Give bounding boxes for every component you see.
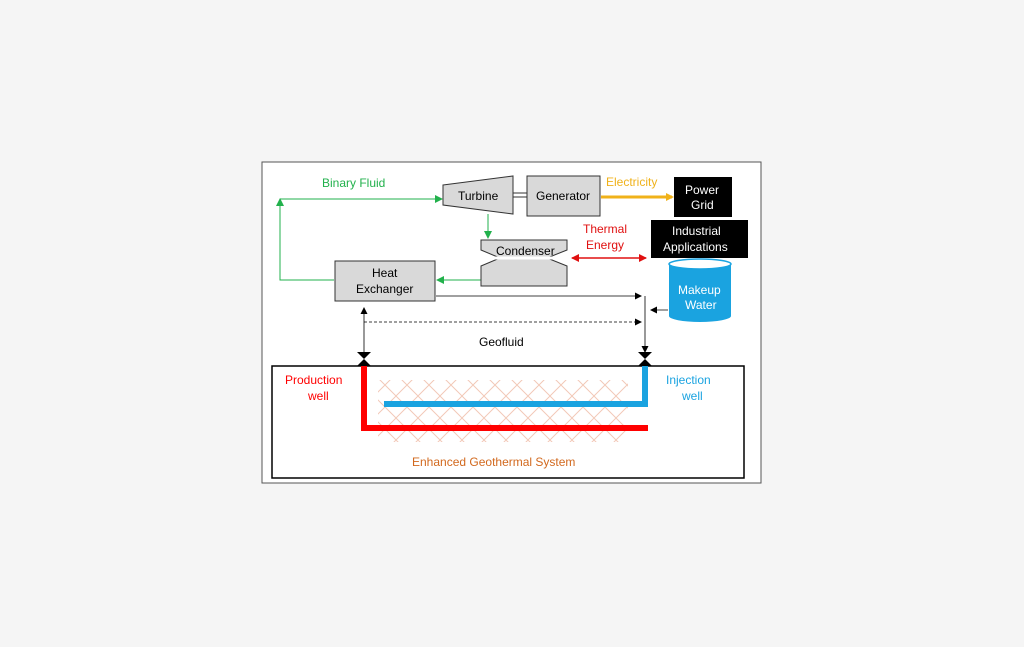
injection-valve: [638, 352, 652, 366]
production-well-label-2: well: [307, 389, 329, 403]
injection-well-label-1: Injection: [666, 373, 711, 387]
turbine: [442, 175, 514, 215]
thermal-energy-label-2: Energy: [586, 238, 624, 252]
egs-label: Enhanced Geothermal System: [412, 455, 575, 469]
injection-well-label-2: well: [681, 389, 703, 403]
generator-label: Generator: [536, 189, 590, 203]
production-well-label-1: Production: [285, 373, 342, 387]
condenser: [480, 239, 568, 287]
power-grid-label-1: Power: [685, 183, 719, 197]
industrial-applications: [651, 220, 748, 258]
geofluid-label: Geofluid: [479, 335, 524, 349]
injection-well-pipe: [384, 366, 648, 407]
production-well-pipe: [361, 366, 648, 431]
thermal-energy-label-1: Thermal: [583, 222, 627, 236]
binary-fluid-loop: [276, 195, 505, 284]
turbine-generator-shaft: [513, 192, 527, 198]
makeup-water-label-1: Makeup: [678, 283, 721, 297]
makeup-water-label-2: Water: [685, 298, 717, 312]
industrial-label-1: Industrial: [672, 224, 721, 238]
condenser-label: Condenser: [496, 244, 555, 258]
geofluid-lines: [360, 292, 668, 353]
heat-exchanger: [334, 260, 436, 302]
reservoir-hatch: [378, 380, 628, 442]
heat-exchanger-label-2: Exchanger: [356, 282, 413, 296]
power-grid-label-2: Grid: [691, 198, 714, 212]
heat-exchanger-label-1: Heat: [372, 266, 398, 280]
binary-fluid-label: Binary Fluid: [322, 176, 385, 190]
industrial-label-2: Applications: [663, 240, 728, 254]
production-valve: [357, 352, 371, 366]
turbine-label: Turbine: [458, 189, 499, 203]
makeup-water-tank: [668, 258, 732, 322]
electricity-label: Electricity: [606, 175, 657, 189]
power-grid: [674, 177, 732, 217]
generator: [526, 175, 601, 217]
